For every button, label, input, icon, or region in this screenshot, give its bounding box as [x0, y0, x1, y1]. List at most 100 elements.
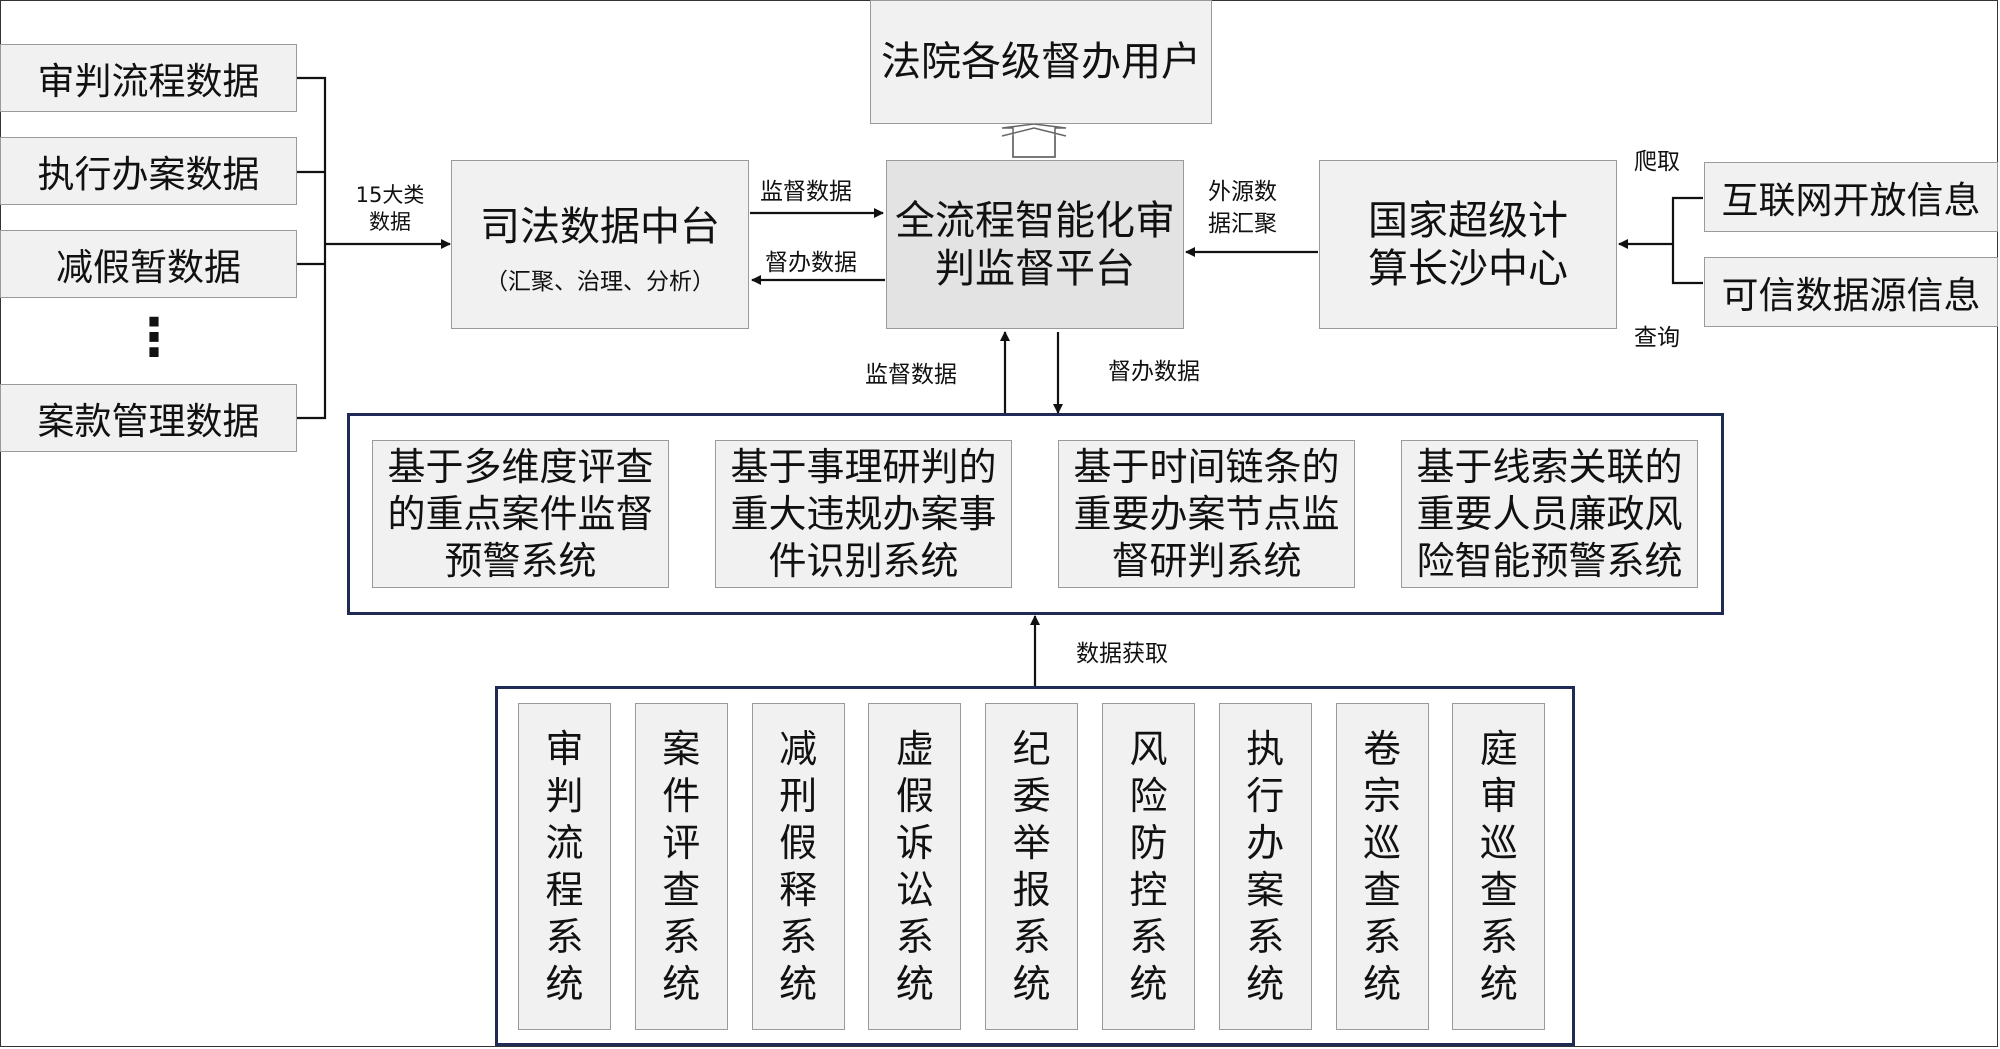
system-case-review: 案件评查系统: [634, 703, 728, 1030]
label-external-line2: 据汇聚: [1208, 211, 1277, 237]
source-label: 减假暂数据: [56, 246, 241, 289]
system-line: 重要办案节点监: [1073, 491, 1340, 536]
system-char: 案: [662, 727, 701, 771]
system-char: 查: [662, 868, 701, 912]
system-char: 讼: [895, 868, 934, 912]
system-char: 险: [1129, 774, 1168, 818]
court-users-label: 法院各级督办用户: [881, 39, 1201, 85]
system-char: 审: [1479, 774, 1518, 818]
system-char: 假: [895, 774, 934, 818]
system-false-litigation: 虚假诉讼系统: [868, 703, 962, 1030]
system-char: 庭: [1479, 727, 1518, 771]
system-char: 巡: [1479, 821, 1518, 865]
external-source-label: 互联网开放信息: [1721, 179, 1981, 222]
label-15-line1: 15大类: [355, 183, 425, 207]
source-bracket: [297, 76, 327, 420]
middle-platform-subtitle: （汇聚、治理、分析）: [485, 268, 715, 295]
system-char: 控: [1129, 868, 1168, 912]
label-crawl: 爬取: [1634, 149, 1680, 175]
label-supervise-data-top: 监督数据: [760, 179, 852, 205]
source-label: 案款管理数据: [37, 400, 260, 443]
system-char: 卷: [1363, 727, 1402, 771]
supercomputer-center: 国家超级计 算长沙中心: [1319, 160, 1617, 329]
system-violation-identification: 基于事理研判的 重大违规办案事 件识别系统: [715, 440, 1012, 588]
system-line: 险智能预警系统: [1416, 538, 1683, 583]
system-char: 刑: [779, 774, 818, 818]
system-line: 基于线索关联的: [1416, 444, 1683, 489]
middle-platform-title: 司法数据中台: [480, 203, 720, 250]
system-line: 件识别系统: [768, 538, 959, 583]
system-char: 流: [545, 821, 584, 865]
label-supervise-data-bottom: 监督数据: [865, 362, 957, 388]
system-line: 基于事理研判的: [730, 444, 997, 489]
system-char: 系: [1246, 915, 1285, 959]
system-char: 统: [1479, 962, 1518, 1006]
system-char: 件: [662, 774, 701, 818]
internet-open-info: 互联网开放信息: [1704, 162, 1998, 232]
system-line: 基于多维度评查: [387, 444, 654, 489]
system-char: 防: [1129, 821, 1168, 865]
system-char: 判: [545, 774, 584, 818]
system-char: 案: [1246, 868, 1285, 912]
system-char: 统: [1246, 962, 1285, 1006]
label-supervise-handle-bottom: 督办数据: [1108, 359, 1200, 385]
system-char: 统: [895, 962, 934, 1006]
system-risk-control: 风险防控系统: [1102, 703, 1195, 1030]
main-platform-line2: 判监督平台: [935, 245, 1135, 292]
source-label: 执行办案数据: [37, 153, 260, 196]
label-external-aggregation: 外源数 据汇聚: [1208, 176, 1277, 240]
system-char: 执: [1246, 727, 1285, 771]
system-char: 系: [545, 915, 584, 959]
source-commutation: 减假暂数据: [0, 230, 297, 298]
trusted-source-info: 可信数据源信息: [1704, 257, 1998, 327]
system-line: 预警系统: [444, 538, 597, 583]
system-char: 统: [1129, 962, 1168, 1006]
system-char: 诉: [895, 821, 934, 865]
system-line: 重要人员廉政风: [1416, 491, 1683, 536]
system-trial-flow: 审判流程系统: [518, 703, 611, 1030]
system-char: 统: [545, 962, 584, 1006]
label-data-fetch: 数据获取: [1076, 641, 1168, 667]
source-trial-flow: 审判流程数据: [0, 44, 297, 112]
external-source-label: 可信数据源信息: [1721, 274, 1981, 317]
system-char: 查: [1479, 868, 1518, 912]
label-query: 查询: [1634, 325, 1680, 351]
system-char: 行: [1246, 774, 1285, 818]
system-char: 统: [779, 962, 818, 1006]
system-char: 系: [1129, 915, 1168, 959]
system-char: 统: [1012, 962, 1051, 1006]
label-supervise-handle-top: 督办数据: [765, 250, 857, 276]
system-commutation-parole: 减刑假释系统: [751, 703, 845, 1030]
system-char: 程: [545, 868, 584, 912]
source-execution: 执行办案数据: [0, 137, 297, 205]
hollow-up-arrow: [1001, 123, 1067, 158]
system-char: 系: [779, 915, 818, 959]
system-char: 宗: [1363, 774, 1402, 818]
system-execution: 执行办案系统: [1218, 703, 1312, 1030]
system-char: 纪: [1012, 727, 1051, 771]
system-char: 减: [779, 727, 818, 771]
system-char: 审: [545, 727, 584, 771]
system-discipline-report: 纪委举报系统: [985, 703, 1079, 1030]
system-line: 基于时间链条的: [1073, 444, 1340, 489]
system-char: 举: [1012, 821, 1051, 865]
system-char: 巡: [1363, 821, 1402, 865]
system-char: 统: [1363, 962, 1402, 1006]
system-char: 评: [662, 821, 701, 865]
label-15-line2: 数据: [369, 210, 411, 234]
system-line: 的重点案件监督: [387, 491, 654, 536]
court-users-box: 法院各级督办用户: [870, 0, 1212, 124]
system-char: 系: [1479, 915, 1518, 959]
label-15-categories: 15大类 数据: [350, 182, 430, 236]
system-court-patrol: 庭审巡查系统: [1452, 703, 1546, 1030]
system-char: 办: [1246, 821, 1285, 865]
main-platform-line1: 全流程智能化审: [895, 197, 1175, 244]
source-funds: 案款管理数据: [0, 384, 297, 452]
system-char: 统: [662, 962, 701, 1006]
system-char: 风: [1129, 727, 1168, 771]
source-label: 审判流程数据: [37, 60, 260, 103]
system-char: 系: [1363, 915, 1402, 959]
system-char: 虚: [895, 727, 934, 771]
system-char: 系: [895, 915, 934, 959]
